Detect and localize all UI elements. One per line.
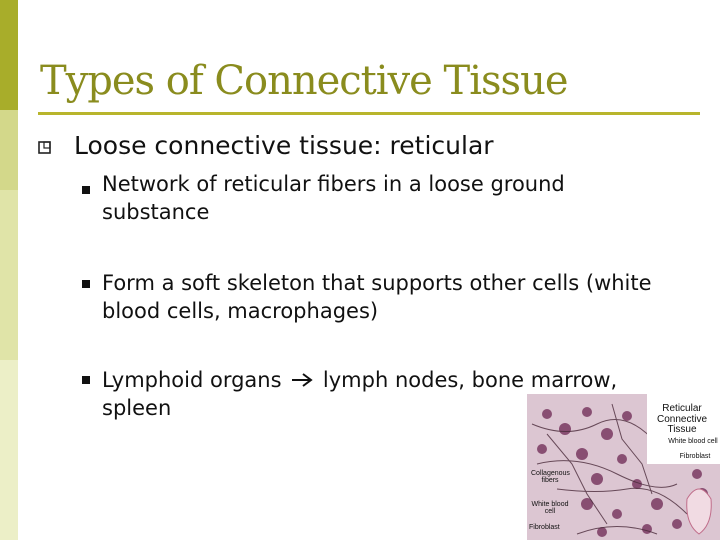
reticular-tissue-micrograph: Reticular Connective Tissue White blood … bbox=[527, 394, 720, 540]
figure-label: White blood cell bbox=[531, 501, 569, 516]
figure-label: Fibroblast bbox=[529, 524, 560, 531]
slide-title: Types of Connective Tissue bbox=[40, 58, 568, 104]
square-bullet-icon bbox=[82, 280, 90, 288]
square-bullet-icon bbox=[82, 186, 90, 194]
side-bar-segment bbox=[0, 110, 18, 190]
figure-label: White blood cell bbox=[668, 438, 718, 445]
figure-label: Collagenous fibers bbox=[531, 470, 570, 485]
side-bar-segment bbox=[0, 190, 18, 360]
bullet-level2: Lymphoid organs lymph nodes, bone marrow… bbox=[102, 366, 662, 422]
figure-label-panel bbox=[647, 394, 720, 464]
figure-label: Fibroblast bbox=[679, 453, 711, 460]
bullet-text-before-arrow: Lymphoid organs bbox=[102, 368, 282, 392]
side-bar-segment bbox=[0, 0, 18, 110]
side-bar-segment bbox=[0, 360, 18, 540]
title-underline bbox=[38, 112, 700, 115]
bullet-level2: Network of reticular fibers in a loose g… bbox=[102, 172, 565, 224]
square-outline-bullet-icon bbox=[38, 140, 58, 160]
square-bullet-icon bbox=[82, 376, 90, 384]
bullet-level1: Loose connective tissue: reticular bbox=[74, 131, 494, 160]
right-arrow-icon bbox=[291, 366, 313, 394]
bullet-level2: Form a soft skeleton that supports other… bbox=[102, 271, 652, 323]
side-decor-bar bbox=[0, 0, 18, 540]
bullet-text-after-arrow: lymph nodes, bone marrow, spleen bbox=[102, 368, 618, 420]
figure-title: Reticular Connective Tissue bbox=[656, 403, 708, 435]
